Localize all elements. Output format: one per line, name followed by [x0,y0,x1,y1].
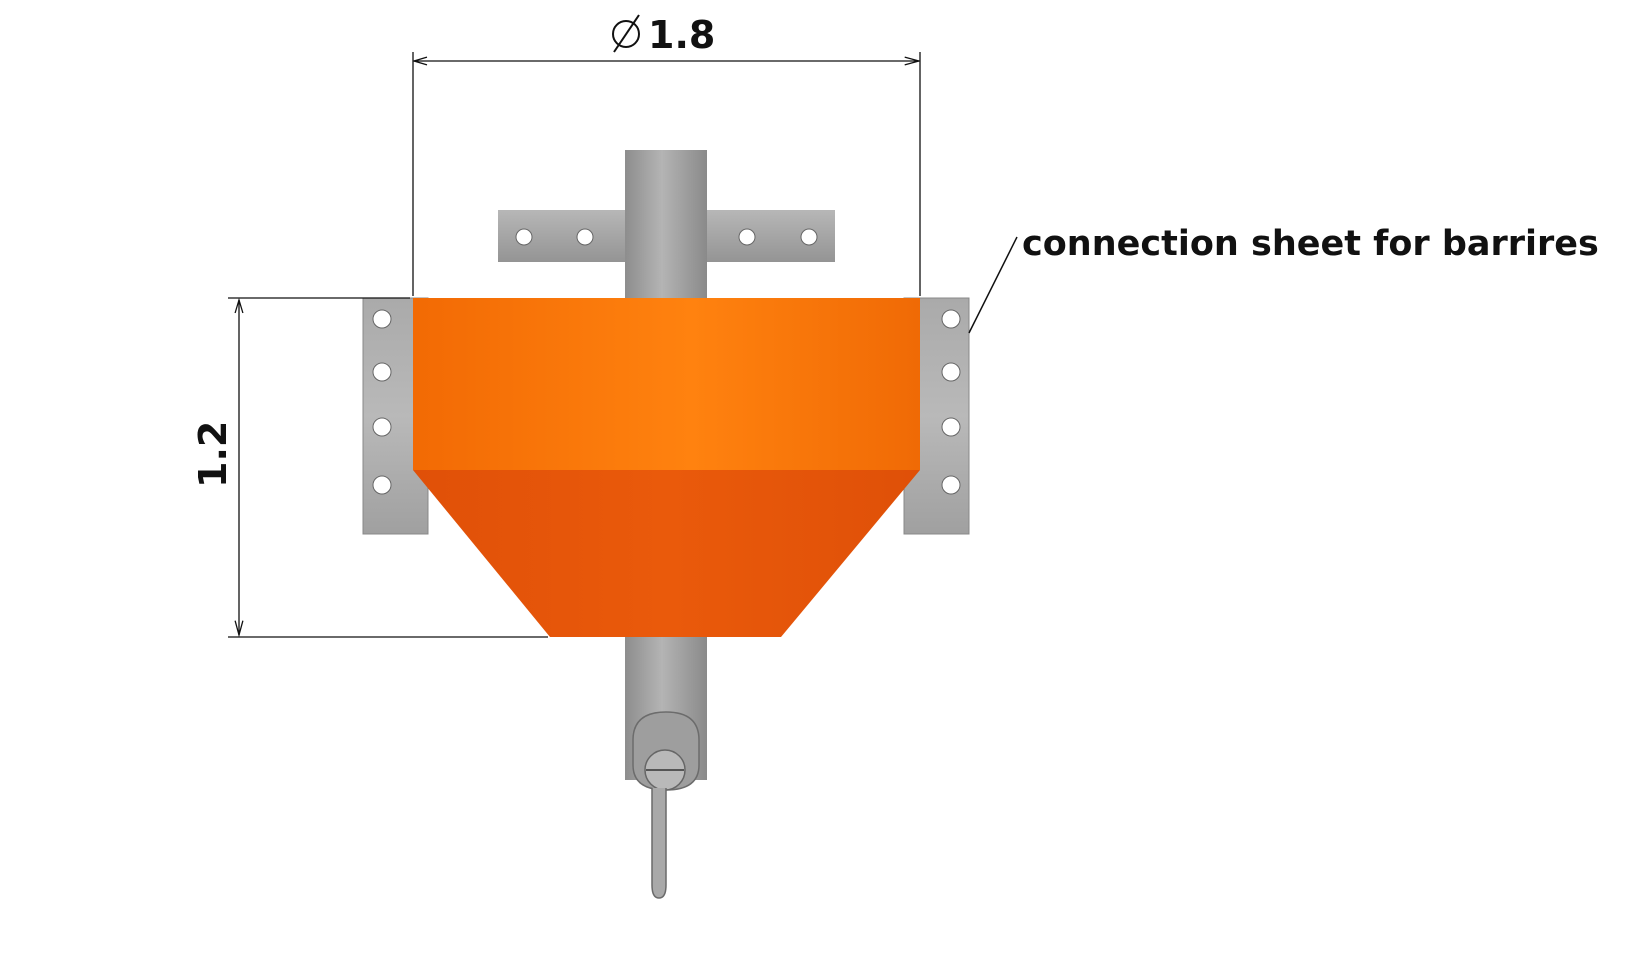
plate-hole [576,228,594,246]
plate-hole [800,228,818,246]
float-cylinder [413,298,920,470]
diameter-dimension: 1.8 [412,13,921,296]
bottom-shackle [632,711,700,899]
height-value: 1.2 [191,421,235,488]
diameter-symbol-icon [612,14,640,53]
sheet-hole [372,362,392,382]
callout-label: connection sheet for barrires [1022,224,1599,264]
callout-leader-line [968,236,1018,334]
sheet-hole [941,417,961,437]
sheet-hole [941,309,961,329]
height-dimension: 1.2 [191,297,548,638]
diameter-value: 1.8 [648,13,715,57]
sheet-hole [372,417,392,437]
connection-sheet-callout: connection sheet for barrires [968,224,1599,334]
plate-hole [515,228,533,246]
plate-hole [738,228,756,246]
float-cone [413,470,920,637]
top-connection-plate [498,205,835,265]
sheet-hole [372,475,392,495]
sheet-hole [941,475,961,495]
sheet-hole [372,309,392,329]
float-body [413,298,920,637]
sheet-hole [941,362,961,382]
